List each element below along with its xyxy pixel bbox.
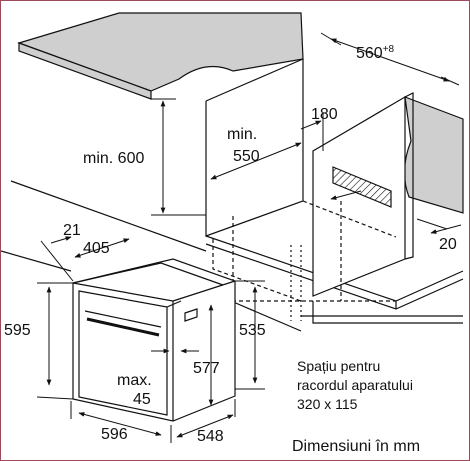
units-caption: Dimensiuni în mm xyxy=(292,438,421,455)
max-prefix-label: max. xyxy=(117,372,152,389)
note-line-3: 320 x 115 xyxy=(297,396,358,412)
dimension-lines xyxy=(36,32,462,443)
min-width-value: 550 xyxy=(233,148,260,165)
note-line-1: Spațiu pentru xyxy=(297,358,381,374)
dim-577-label: 577 xyxy=(193,360,220,377)
min-width-prefix: min. xyxy=(227,126,258,143)
depth-niche-label: 560+8 xyxy=(356,45,394,62)
connection-space-note: Spațiu pentru racordul aparatului 320 x … xyxy=(297,357,413,414)
dim-535-label: 535 xyxy=(239,322,266,339)
worktop-top xyxy=(17,12,304,92)
dim-548-label: 548 xyxy=(197,428,224,445)
dim-596-label: 596 xyxy=(101,426,128,443)
dim-20-label: 20 xyxy=(439,236,457,253)
connection-space-hatch xyxy=(332,166,392,208)
min-height-label: min. 600 xyxy=(83,150,145,167)
max-value-label: 45 xyxy=(133,391,151,408)
oven-drawing xyxy=(72,258,236,422)
depth-niche-value: 560 xyxy=(356,45,383,62)
dim-21-label: 21 xyxy=(63,222,81,239)
dim-180-label: 180 xyxy=(311,106,338,123)
cabinet-niche xyxy=(1,12,464,332)
note-line-2: racordul aparatului xyxy=(297,377,413,393)
depth-niche-tolerance: +8 xyxy=(382,44,395,55)
dim-405-label: 405 xyxy=(83,240,110,257)
dim-595-label: 595 xyxy=(4,322,31,339)
